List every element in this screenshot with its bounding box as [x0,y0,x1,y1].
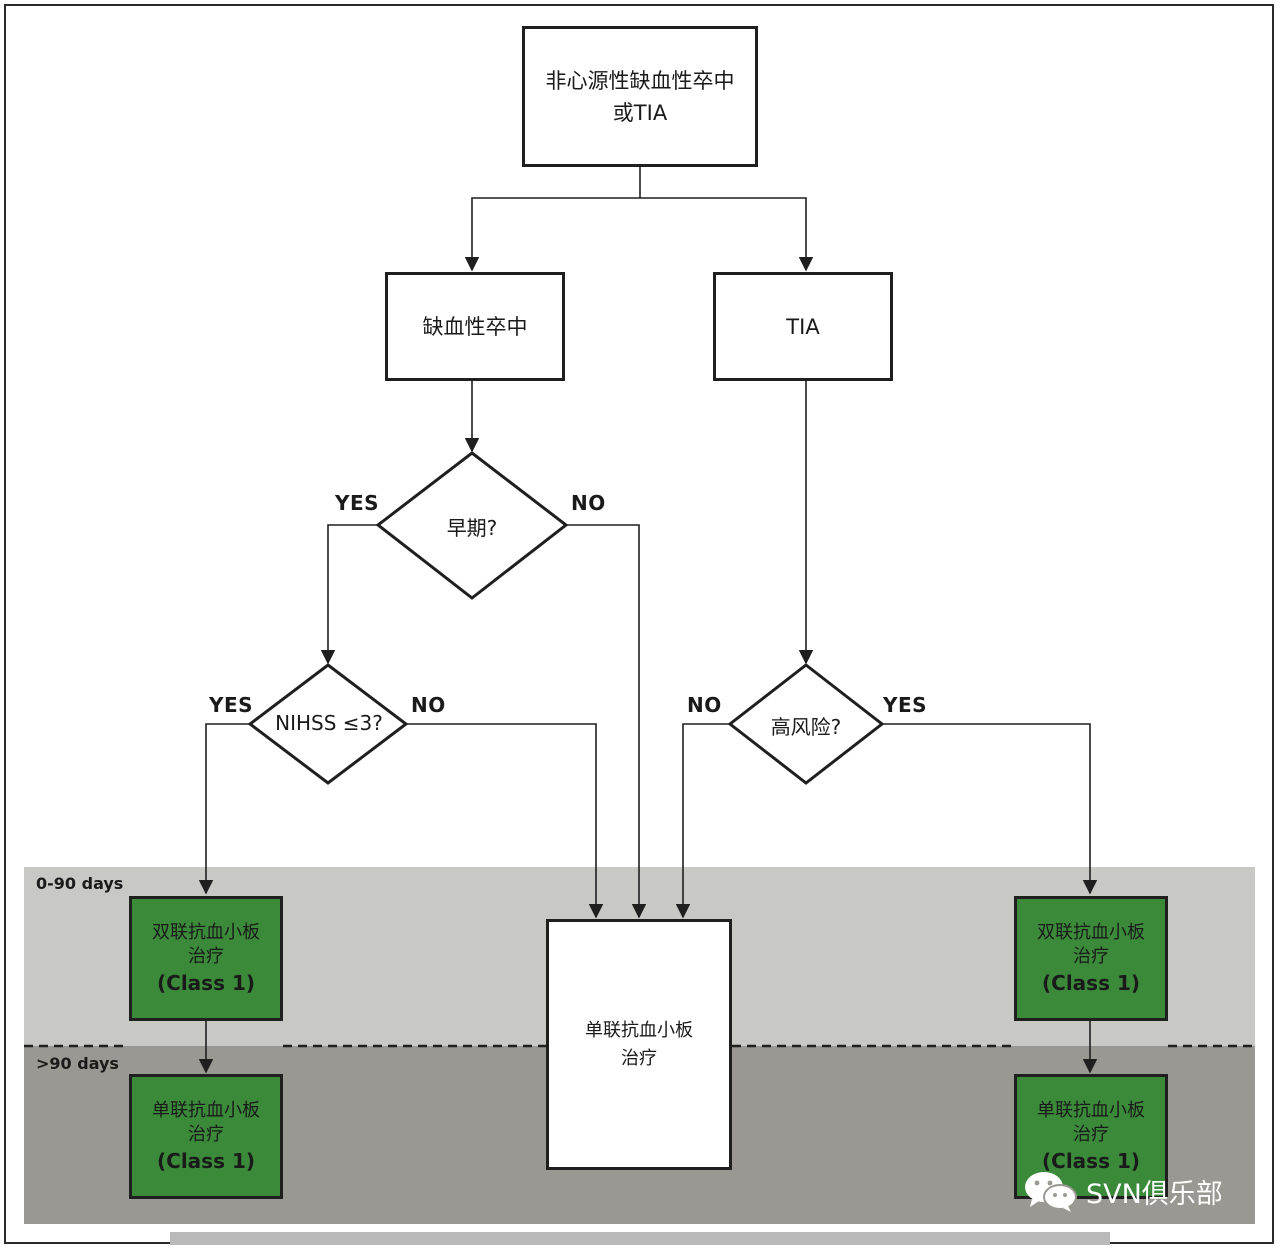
node-sapt-left-class: (Class 1) [157,1148,255,1173]
watermark: SVN俱乐部 [1022,1168,1223,1214]
node-sapt-right-text: 单联抗血小板 治疗 [1037,1099,1145,1145]
node-dapt-right-text: 双联抗血小板 治疗 [1037,921,1145,967]
diamond-early-label: 早期? [446,516,498,540]
node-sapt-left: 单联抗血小板 治疗 (Class 1) [129,1074,283,1199]
node-start: 非心源性缺血性卒中 或TIA [522,26,758,167]
diamond-nihss [247,663,409,785]
wechat-icon [1025,1172,1077,1212]
node-dapt-right: 双联抗血小板 治疗 (Class 1) [1014,896,1168,1021]
node-dapt-left-text: 双联抗血小板 治疗 [152,921,260,967]
watermark-text: SVN俱乐部 [1086,1178,1223,1210]
label-nihss-no: NO [411,693,446,717]
edge-split-to-tia [640,197,814,272]
node-sapt-center: 单联抗血小板 治疗 [546,919,732,1170]
edge-risk-yes [882,723,1098,895]
node-ischemic-stroke: 缺血性卒中 [385,272,565,381]
label-early-yes: YES [335,491,380,515]
edge-nihss-no [406,723,604,919]
diamond-nihss-label: NIHSS ≤3? [275,711,383,735]
node-dapt-right-class: (Class 1) [1042,970,1140,995]
label-risk-yes: YES [883,693,928,717]
edge-risk-no [675,723,730,919]
node-dapt-left-class: (Class 1) [157,970,255,995]
edge-nihss-yes [198,723,250,895]
label-risk-no: NO [687,693,722,717]
diamond-early [375,451,569,600]
diamond-high-risk-label: 高风险? [770,715,842,739]
period-label-early: 0-90 days [36,874,124,893]
node-tia: TIA [713,272,893,381]
bottom-decorative-strip [170,1232,1110,1245]
node-dapt-left: 双联抗血小板 治疗 (Class 1) [129,896,283,1021]
node-sapt-right-class: (Class 1) [1042,1148,1140,1173]
label-nihss-yes: YES [209,693,254,717]
label-early-no: NO [571,491,606,515]
edge-early-no [566,524,647,919]
diamond-high-risk [727,663,885,785]
node-sapt-left-text: 单联抗血小板 治疗 [152,1099,260,1145]
edge-early-yes [320,524,378,665]
period-label-late: >90 days [36,1054,119,1073]
edge-split-to-stroke [464,197,640,272]
